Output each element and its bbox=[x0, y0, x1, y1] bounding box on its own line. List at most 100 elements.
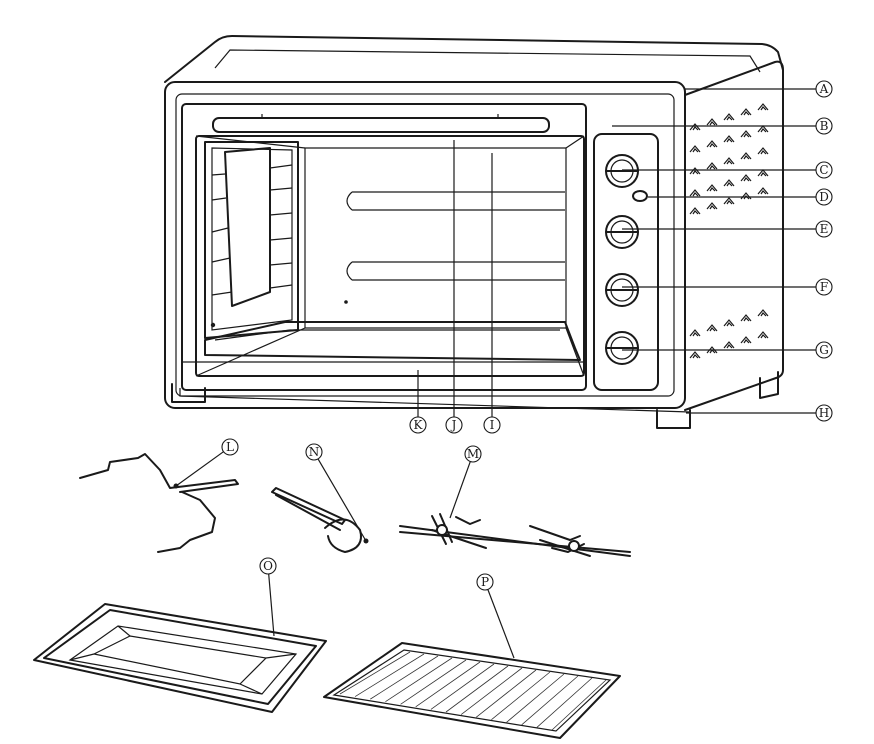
vent-slot bbox=[723, 179, 735, 187]
vent-slot bbox=[723, 157, 735, 165]
callout-circle-f bbox=[815, 278, 833, 296]
rack-bar bbox=[476, 669, 537, 718]
callout-leader-n bbox=[317, 458, 367, 542]
vent-slot bbox=[740, 336, 752, 344]
callout-label-b: B bbox=[820, 119, 829, 133]
vent-slot bbox=[757, 309, 769, 317]
rack-bar bbox=[445, 665, 509, 713]
control-panel bbox=[593, 133, 659, 391]
function-knob-f[interactable] bbox=[605, 273, 639, 307]
callout-circle-l bbox=[221, 438, 239, 456]
callout-leader-m bbox=[449, 461, 471, 519]
callout-label-i: I bbox=[490, 418, 495, 432]
callout-label-k: K bbox=[414, 418, 424, 432]
mode-knob-g[interactable] bbox=[605, 331, 639, 365]
callout-circle-d bbox=[815, 188, 833, 206]
baking-tray-o bbox=[33, 603, 327, 713]
callout-circle-j bbox=[445, 416, 463, 434]
vent-slot bbox=[740, 108, 752, 116]
callout-label-p: P bbox=[481, 575, 489, 589]
oven-door bbox=[181, 103, 587, 391]
vent-slot bbox=[706, 118, 718, 126]
callout-circle-o bbox=[259, 557, 277, 575]
callout-leader-l bbox=[175, 451, 224, 487]
vent-slot bbox=[757, 125, 769, 133]
callout-circle-g bbox=[815, 341, 833, 359]
vent-slot bbox=[706, 162, 718, 170]
vent-slot bbox=[740, 152, 752, 160]
vent-slot bbox=[740, 314, 752, 322]
callout-circle-e bbox=[815, 220, 833, 238]
vent-slot bbox=[723, 135, 735, 143]
callout-label-n: N bbox=[309, 445, 320, 459]
vent-slot bbox=[706, 324, 718, 332]
callout-circle-p bbox=[476, 573, 494, 591]
callout-label-d: D bbox=[819, 190, 829, 204]
callout-circle-b bbox=[815, 117, 833, 135]
callout-circle-h bbox=[815, 404, 833, 422]
callout-label-j: J bbox=[450, 418, 457, 432]
callout-label-o: O bbox=[263, 559, 273, 573]
callout-label-a: A bbox=[819, 82, 829, 96]
callout-circle-a bbox=[815, 80, 833, 98]
rack-bar bbox=[354, 653, 425, 697]
callout-label-g: G bbox=[819, 343, 829, 357]
callout-leader-p bbox=[487, 589, 515, 659]
callout-label-c: C bbox=[819, 163, 828, 177]
vent-slot bbox=[757, 103, 769, 111]
vent-slot bbox=[740, 174, 752, 182]
rack-bar bbox=[385, 657, 453, 703]
rack-bar bbox=[536, 677, 593, 728]
oven-body bbox=[164, 35, 784, 429]
rotisserie-handle-n bbox=[271, 487, 369, 553]
rack-bar bbox=[521, 675, 579, 726]
rack-bar bbox=[370, 655, 439, 700]
vent-slot bbox=[689, 123, 701, 131]
vent-slot bbox=[706, 202, 718, 210]
vent-slot bbox=[740, 192, 752, 200]
timer-knob-c[interactable] bbox=[605, 154, 639, 188]
vent-slot bbox=[757, 169, 769, 177]
wire-rack-p bbox=[323, 642, 621, 739]
rack-bar bbox=[460, 667, 523, 715]
rack-lifter-l bbox=[79, 453, 239, 553]
vent-slot bbox=[723, 341, 735, 349]
vent-slot bbox=[757, 147, 769, 155]
vent-slot bbox=[706, 184, 718, 192]
temperature-knob-e[interactable] bbox=[605, 215, 639, 249]
vent-slot bbox=[689, 167, 701, 175]
side-vents bbox=[689, 103, 769, 359]
vent-slot bbox=[757, 331, 769, 339]
vent-slot bbox=[723, 113, 735, 121]
vent-slot bbox=[723, 197, 735, 205]
callout-label-e: E bbox=[820, 222, 829, 236]
rack-bar bbox=[491, 671, 551, 721]
rack-bar bbox=[339, 651, 411, 695]
vent-slot bbox=[689, 329, 701, 337]
callout-circle-m bbox=[464, 445, 482, 463]
vent-slot bbox=[723, 319, 735, 327]
rack-bar bbox=[400, 659, 467, 705]
rack-bar bbox=[415, 661, 481, 708]
vent-slot bbox=[689, 189, 701, 197]
callout-label-m: M bbox=[467, 447, 479, 461]
vent-slot bbox=[689, 145, 701, 153]
callout-circle-k bbox=[409, 416, 427, 434]
vent-slot bbox=[689, 207, 701, 215]
callout-circle-c bbox=[815, 161, 833, 179]
vent-slot bbox=[740, 130, 752, 138]
callout-circle-n bbox=[305, 443, 323, 461]
callout-label-f: F bbox=[820, 280, 828, 294]
callout-circle-i bbox=[483, 416, 501, 434]
vent-slot bbox=[689, 351, 701, 359]
vent-slot bbox=[706, 140, 718, 148]
rotisserie-spit-m bbox=[399, 513, 631, 557]
rack-bar bbox=[430, 663, 495, 710]
callout-leader-o bbox=[268, 573, 275, 637]
callout-label-l: L bbox=[226, 440, 234, 454]
rack-bar bbox=[506, 673, 565, 723]
rack-bar bbox=[551, 679, 607, 731]
indicator-light-d bbox=[632, 190, 648, 202]
